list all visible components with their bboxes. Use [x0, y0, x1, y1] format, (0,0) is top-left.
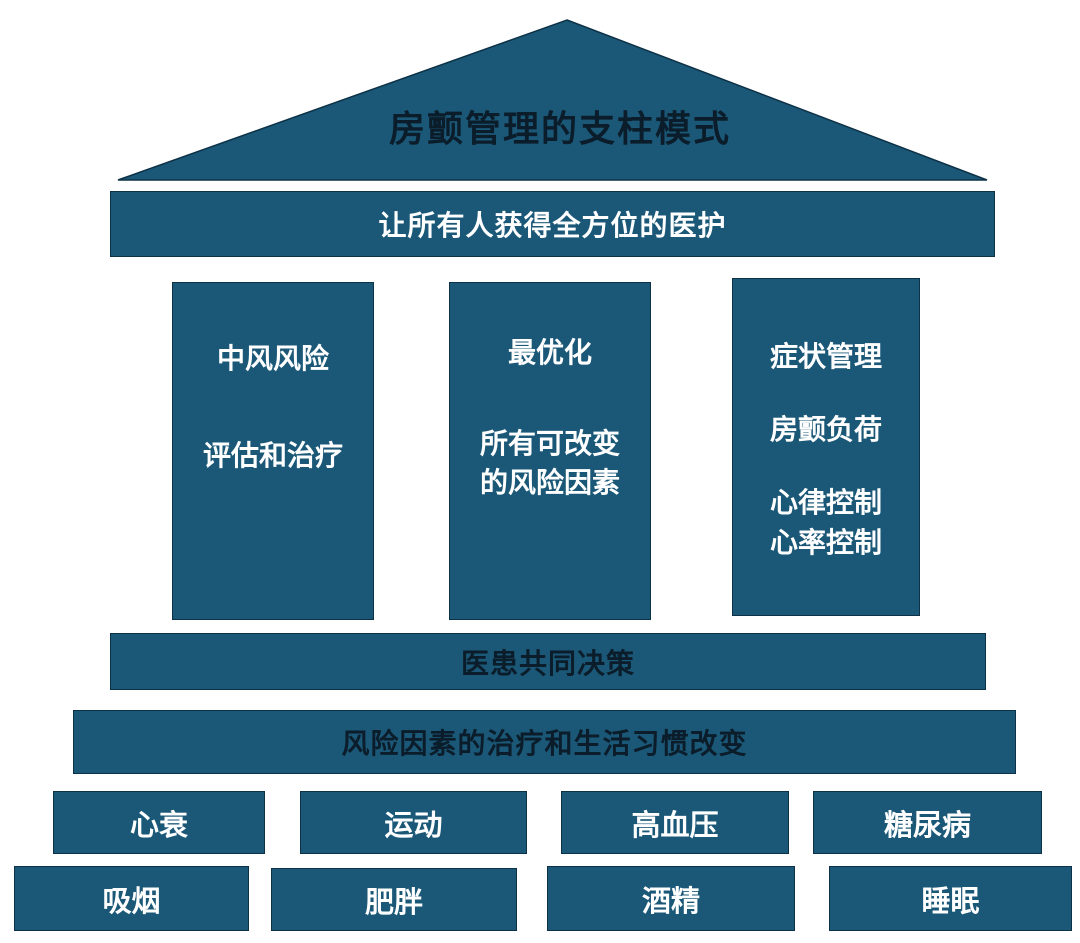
pillar-text: 房颤负荷 [769, 413, 882, 447]
diagram-title: 房颤管理的支柱模式 [388, 109, 731, 150]
pillar-text: 评估和治疗 [202, 439, 343, 473]
pillar-heading: 最优化 [507, 336, 592, 369]
foundation-block: 肥胖 [271, 868, 517, 931]
pillar-stroke-risk: 中风风险 评估和治疗 [172, 282, 374, 620]
foundation-label: 酒精 [641, 883, 700, 918]
foundation-block: 吸烟 [14, 866, 249, 931]
base-bar-label: 风险因素的治疗和生活习惯改变 [341, 727, 748, 760]
pillar-text: 心率控制 [769, 525, 882, 559]
foundation-label: 运动 [384, 807, 443, 842]
base-bar-label: 医患共同决策 [460, 646, 635, 680]
pillar-text: 心律控制 [769, 486, 882, 520]
pillar-symptom-management: 症状管理 房颤负荷 心律控制 心率控制 [732, 278, 920, 616]
foundation-block: 糖尿病 [813, 791, 1042, 854]
foundation-block: 睡眠 [829, 866, 1072, 931]
roof-triangle [117, 19, 988, 181]
top-beam: 让所有人获得全方位的医护 [110, 191, 995, 257]
pillar-text: 所有可改变 [479, 427, 620, 461]
foundation-label: 吸烟 [102, 883, 161, 918]
top-beam-label: 让所有人获得全方位的医护 [378, 209, 727, 242]
foundation-block: 酒精 [547, 866, 795, 931]
pillar-text: 的风险因素 [479, 466, 620, 500]
base-bar-shared-decision: 医患共同决策 [110, 633, 986, 690]
foundation-block: 高血压 [561, 791, 789, 854]
foundation-block: 心衰 [53, 791, 265, 854]
foundation-label: 糖尿病 [883, 807, 971, 842]
base-bar-risk-factor-treatment: 风险因素的治疗和生活习惯改变 [73, 710, 1016, 774]
pillar-heading: 症状管理 [769, 340, 882, 373]
pillar-heading: 中风风险 [216, 342, 329, 375]
foundation-label: 心衰 [129, 807, 188, 842]
foundation-label: 肥胖 [364, 884, 423, 919]
foundation-label: 高血压 [631, 807, 719, 842]
foundation-label: 睡眠 [921, 883, 980, 918]
foundation-block: 运动 [300, 791, 527, 854]
pillar-optimization: 最优化 所有可改变 的风险因素 [449, 282, 651, 620]
